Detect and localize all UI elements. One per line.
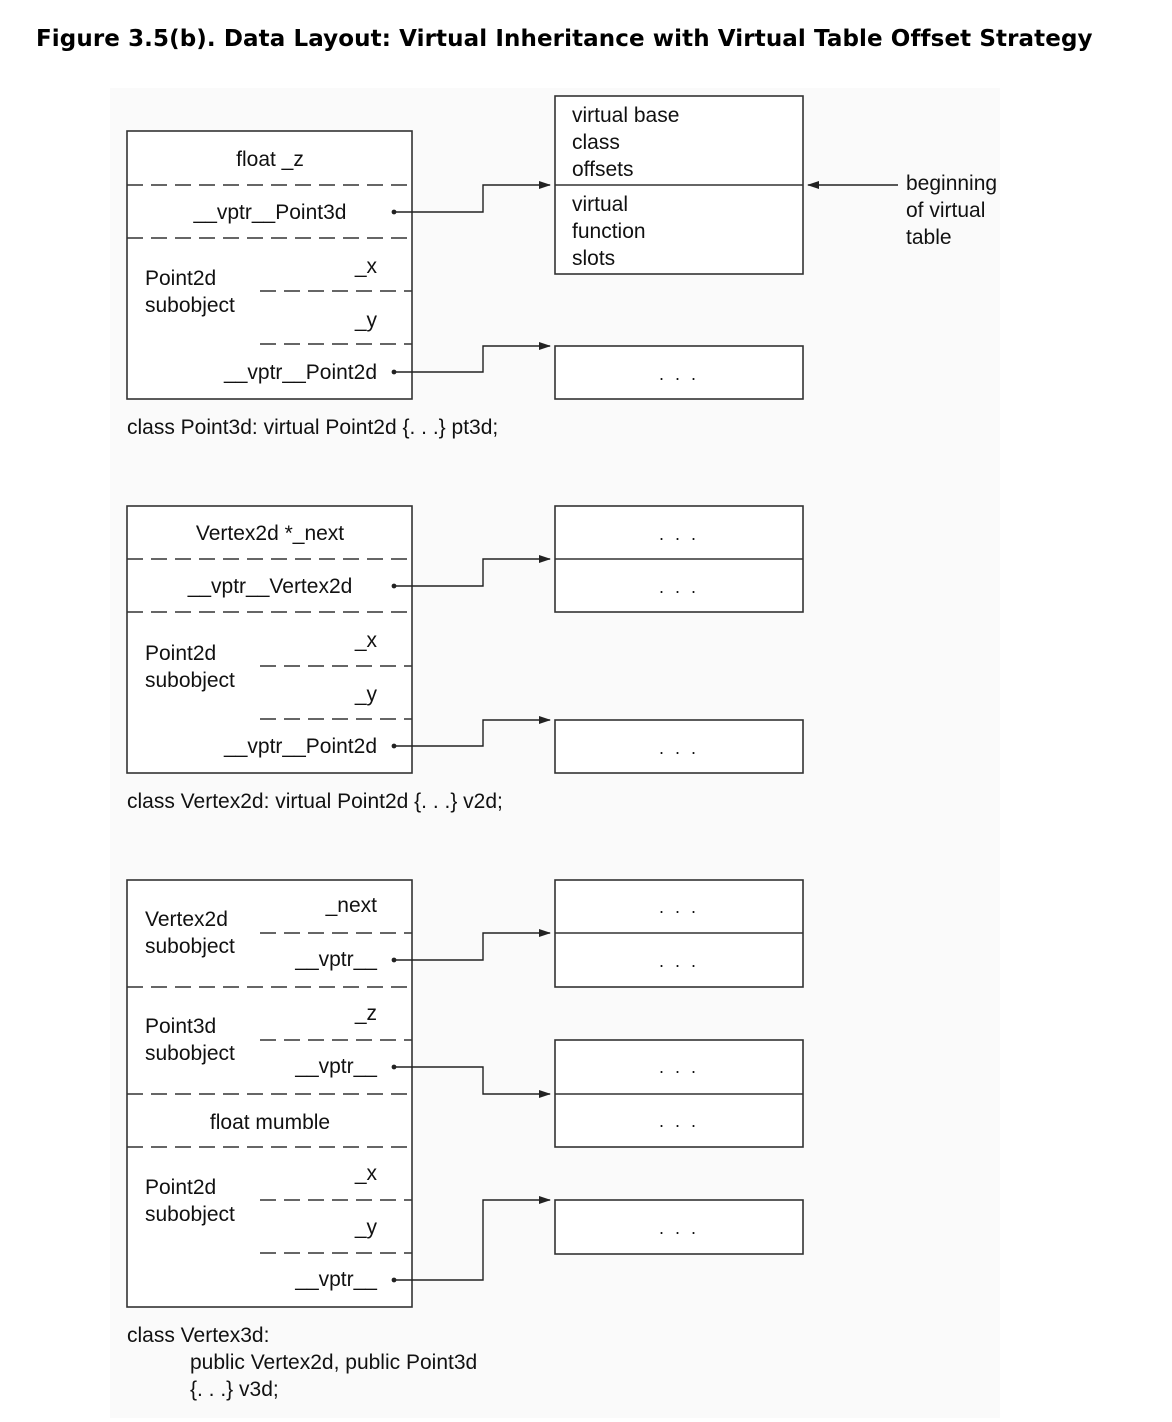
pointer-dot [391,743,397,749]
vtbl-virtual-line: virtual [572,193,628,216]
label-point3d: Point3d [145,1015,216,1038]
label-subobject: subobject [145,294,235,317]
label-point2d: Point2d [145,642,216,665]
field-vptr: __vptr__ [294,1055,377,1078]
v3d-caption-line-1: class Vertex3d: [127,1324,269,1347]
pointer-arrow [396,716,551,747]
vtable-ellipsis: . . . [659,364,699,384]
annotation-line-3: table [906,226,952,249]
v2d-vtable: . . . . . . [554,505,804,613]
field-vptr-point2d: __vptr__Point2d [223,361,377,384]
v2d-point2d-vtable: . . . [554,719,804,774]
pointer-dot [391,1064,397,1070]
label-vertex2d: Vertex2d [145,908,228,931]
pt3d-point2d-vtable: . . . [554,345,804,400]
pointer-dot [391,209,397,215]
v3d-object-layout: Vertex2d subobject _next __vptr__ Point3… [126,879,413,1308]
v3d-vertex2d-vtable: . . . . . . [554,879,804,988]
field-x: _x [354,255,378,278]
vtable-ellipsis: . . . [659,1111,699,1131]
pointer-arrow [396,1196,551,1281]
pt3d-caption: class Point3d: virtual Point2d {. . .} p… [127,416,498,439]
field-z: _z [354,1002,377,1025]
beginning-of-vtable-annotation: beginning of virtual table [807,172,997,249]
v2d-object-layout: Vertex2d *_next __vptr__Vertex2d Point2d… [126,505,413,774]
pt3d-object-layout: float _z __vptr__Point3d Point2d subobje… [126,130,413,400]
vtable-ellipsis: . . . [659,1057,699,1077]
label-point2d: Point2d [145,1176,216,1199]
field-x: _x [354,1162,378,1185]
pointer-dot [391,1277,397,1283]
v3d-caption-line-3: {. . .} v3d; [190,1378,279,1401]
vtbl-function-line: function [572,220,646,243]
v3d-point2d-vtable: . . . [554,1199,804,1255]
field-y: _y [354,683,378,706]
pointer-arrow [396,181,551,213]
label-subobject: subobject [145,935,235,958]
vtable-ellipsis: . . . [659,951,699,971]
pointer-dot [391,369,397,375]
vtbl-virtual-base-line: virtual base [572,104,679,127]
field-next: _next [325,894,378,917]
annotation-line-1: beginning [906,172,997,195]
field-vptr-point2d: __vptr__Point2d [223,735,377,758]
vtbl-slots-line: slots [572,247,615,270]
field-vptr-vertex2d: __vptr__Vertex2d [187,575,353,598]
field-x: _x [354,629,378,652]
figure-title: Figure 3.5(b). Data Layout: Virtual Inhe… [36,26,1093,52]
field-y: _y [354,309,378,332]
pointer-arrow [396,342,551,373]
vtbl-offsets-line: offsets [572,158,633,181]
label-subobject: subobject [145,1203,235,1226]
pointer-dot [391,957,397,963]
v3d-point3d-vtable: . . . . . . [554,1039,804,1148]
pointer-arrow [396,555,551,587]
field-float-mumble: float mumble [210,1111,330,1134]
pointer-arrow [396,929,551,961]
label-subobject: subobject [145,1042,235,1065]
vtable-ellipsis: . . . [659,897,699,917]
vtbl-class-line: class [572,131,620,154]
field-vptr: __vptr__ [294,1268,377,1291]
label-point2d: Point2d [145,267,216,290]
label-subobject: subobject [145,669,235,692]
field-vptr: __vptr__ [294,948,377,971]
v2d-caption: class Vertex2d: virtual Point2d {. . .} … [127,790,503,813]
field-vptr-point3d: __vptr__Point3d [193,201,347,224]
pointer-arrow [396,1066,551,1098]
field-vertex2d-next: Vertex2d *_next [196,522,344,545]
vtable-ellipsis: . . . [659,524,699,544]
v3d-caption-line-2: public Vertex2d, public Point3d [190,1351,477,1374]
vtable-ellipsis: . . . [659,738,699,758]
vtable-ellipsis: . . . [659,577,699,597]
field-y: _y [354,1216,378,1239]
pt3d-vtable-header: virtual base class offsets virtual funct… [554,95,804,275]
pointer-dot [391,583,397,589]
vtable-ellipsis: . . . [659,1218,699,1238]
field-float-z: float _z [236,148,304,171]
annotation-line-2: of virtual [906,199,985,222]
